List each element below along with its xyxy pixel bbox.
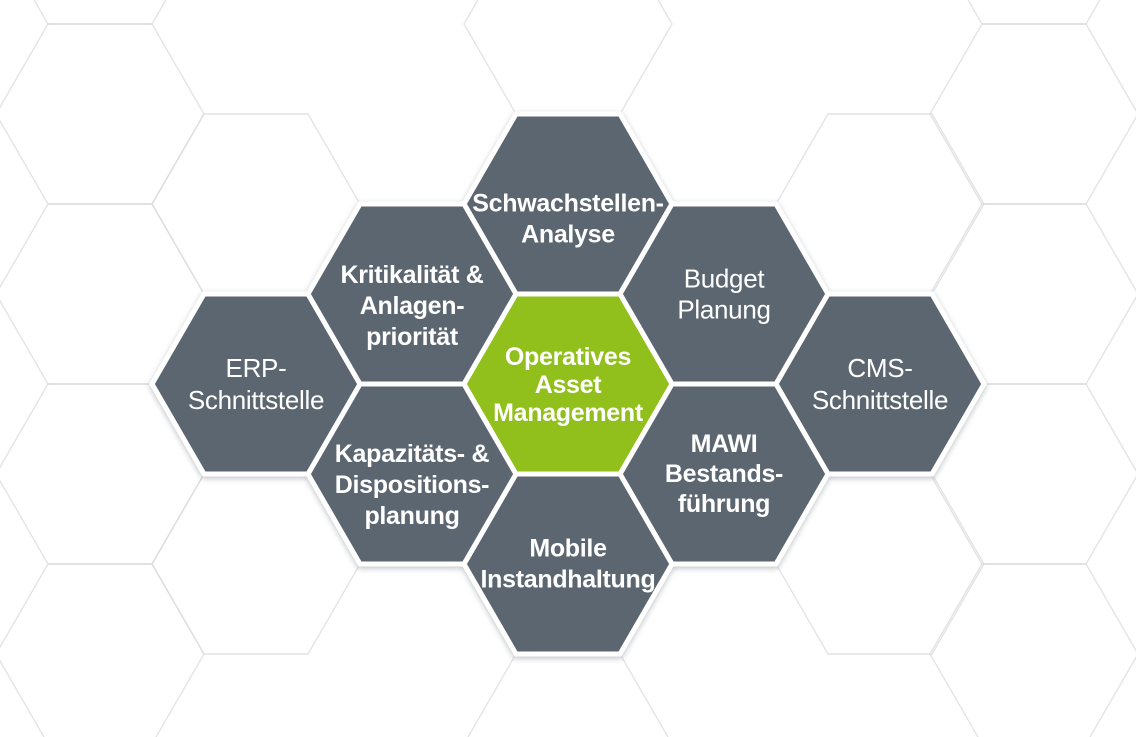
hexagon-cms-schnittstelle: CMS-Schnittstelle bbox=[773, 291, 987, 477]
hexagon-label: Kapazitäts- & Dispositions-planung bbox=[335, 440, 490, 530]
hexagon-label-line: Kritikalität & bbox=[340, 261, 483, 289]
hexagon-label: CMS-Schnittstelle bbox=[812, 353, 948, 415]
hexagon-kritikalitaet-anlagenprioritaet: Kritikalität & Anlagen-priorität bbox=[305, 201, 519, 387]
hexagon-label-line: Anlagen- bbox=[360, 292, 465, 320]
background-hexagon-outline bbox=[0, 23, 205, 205]
hexagon-label-line: Bestands- bbox=[665, 460, 783, 488]
hexagon-label-line: Budget bbox=[684, 264, 766, 294]
background-hexagon-outline bbox=[467, 653, 669, 737]
background-hexagon-outline bbox=[967, 0, 1101, 25]
hexagon-label-line: Schnittstelle bbox=[812, 385, 948, 415]
hexagon-label-line: ERP- bbox=[226, 353, 287, 383]
hexagon-erp-schnittstelle: ERP-Schnittstelle bbox=[149, 291, 363, 477]
hexagon-label-line: MAWI bbox=[691, 430, 758, 458]
hexagon-label-line: Operatives bbox=[505, 343, 631, 371]
hexagon-label-line: Asset bbox=[535, 371, 603, 399]
hexagon-label-line: Analyse bbox=[521, 221, 615, 249]
background-hexagon-outline bbox=[929, 563, 1136, 737]
background-hexagon-outline bbox=[929, 23, 1136, 205]
background-hexagon-outline bbox=[0, 563, 205, 737]
hexagon-label-line: Kapazitäts- & bbox=[335, 440, 490, 468]
hexagon-label-line: Instandhaltung bbox=[481, 566, 656, 594]
hexagon-label: Kritikalität & Anlagen-priorität bbox=[340, 261, 483, 351]
hexagon-label-line: planung bbox=[364, 502, 459, 530]
hexagon-label: Schwachstellen- Analyse bbox=[472, 190, 663, 249]
hexagon-label-line: Planung bbox=[677, 295, 770, 325]
hexagon-label-line: führung bbox=[678, 490, 770, 518]
hexagon-label-line: Management bbox=[493, 399, 644, 427]
hexagon-label: ERP-Schnittstelle bbox=[188, 353, 324, 415]
hexagon-label-line: Dispositions- bbox=[335, 471, 489, 499]
hexagon-label-line: CMS- bbox=[847, 353, 912, 383]
hexagon-label-line: Schnittstelle bbox=[188, 385, 324, 415]
hexagon-label-line: Mobile bbox=[529, 535, 607, 563]
background-hexagon-outline bbox=[463, 0, 673, 115]
hexagon-label-line: Schwachstellen- bbox=[472, 190, 663, 218]
hexagon-shape bbox=[461, 291, 675, 477]
hexagon-label-line: priorität bbox=[366, 323, 459, 351]
background-hexagon-outline bbox=[33, 0, 167, 25]
